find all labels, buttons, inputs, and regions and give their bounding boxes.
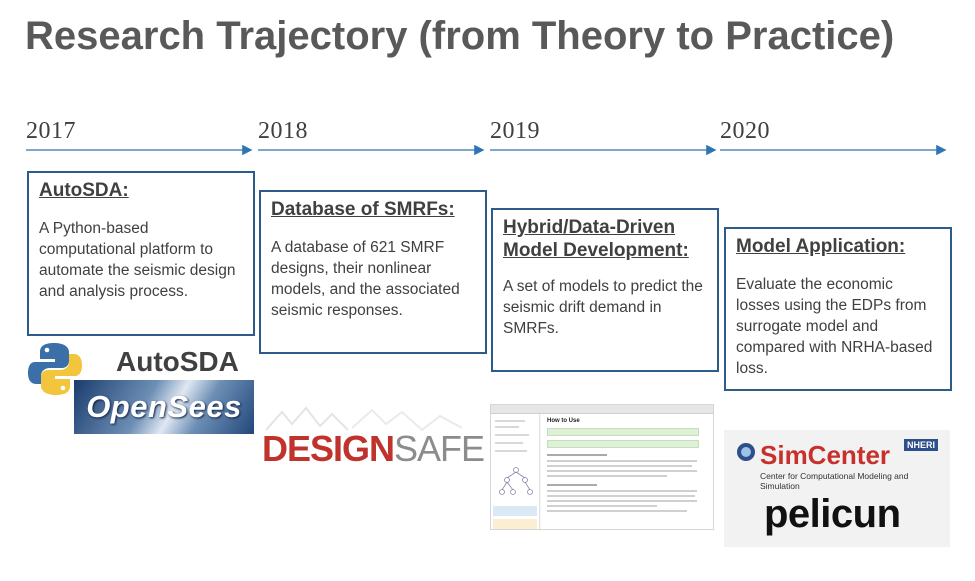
opensees-logo: OpenSees	[74, 380, 254, 434]
stage-heading: Database of SMRFs:	[271, 199, 455, 220]
tree-diagram-icon	[499, 467, 533, 495]
stage-description: Evaluate the economic losses using the E…	[736, 276, 933, 377]
thumbnail-heading: How to Use	[547, 418, 580, 424]
python-logo-icon	[28, 343, 82, 395]
stage-description: A Python-based computational platform to…	[39, 220, 236, 300]
stage-heading: Hybrid/Data-Driven Model Development:	[503, 217, 689, 261]
stage-description: A database of 621 SMRF designs, their no…	[271, 239, 460, 319]
autosda-logo-text: AutoSDA	[116, 346, 239, 377]
nsf-seal-icon	[737, 443, 755, 461]
designsafe-pattern-icon	[265, 406, 463, 432]
simcenter-subtitle: Center for Computational Modeling and Si…	[760, 471, 909, 491]
opensees-logo-text: OpenSees	[86, 389, 242, 424]
year-2018: 2018	[258, 118, 308, 144]
stage-heading: AutoSDA:	[39, 180, 129, 201]
designsafe-text-design: DESIGN	[262, 428, 395, 469]
thumbnail-sidebar	[491, 414, 540, 529]
designsafe-text-safe: SAFE	[394, 428, 485, 469]
stage-box-database: Database of SMRFs: A database of 621 SMR…	[259, 190, 487, 354]
stage-heading: Model Application:	[736, 236, 906, 257]
year-2017: 2017	[26, 118, 76, 144]
stage-description: A set of models to predict the seismic d…	[503, 278, 703, 337]
simcenter-pelicun-logo: SimCenter NHERI Center for Computational…	[724, 430, 950, 547]
pelicun-logo-text: pelicun	[764, 492, 901, 536]
designsafe-logo: DESIGNSAFE	[262, 404, 485, 474]
browser-toolbar	[491, 405, 713, 414]
stage-box-autosda: AutoSDA: A Python-based computational pl…	[27, 171, 255, 336]
stage-box-model-development: Hybrid/Data-Driven Model Development: A …	[491, 208, 719, 372]
page-title: Research Trajectory (from Theory to Prac…	[25, 14, 895, 58]
thumbnail-main: How to Use	[541, 414, 713, 529]
simcenter-logo-text: SimCenter	[760, 440, 891, 470]
year-2019: 2019	[490, 118, 540, 144]
nheri-badge: NHERI	[904, 439, 939, 451]
year-2020: 2020	[720, 118, 770, 144]
app-screenshot-thumbnail: How to Use	[490, 404, 714, 530]
timeline-arrows	[26, 144, 947, 156]
stage-box-model-application: Model Application: Evaluate the economic…	[724, 227, 952, 391]
